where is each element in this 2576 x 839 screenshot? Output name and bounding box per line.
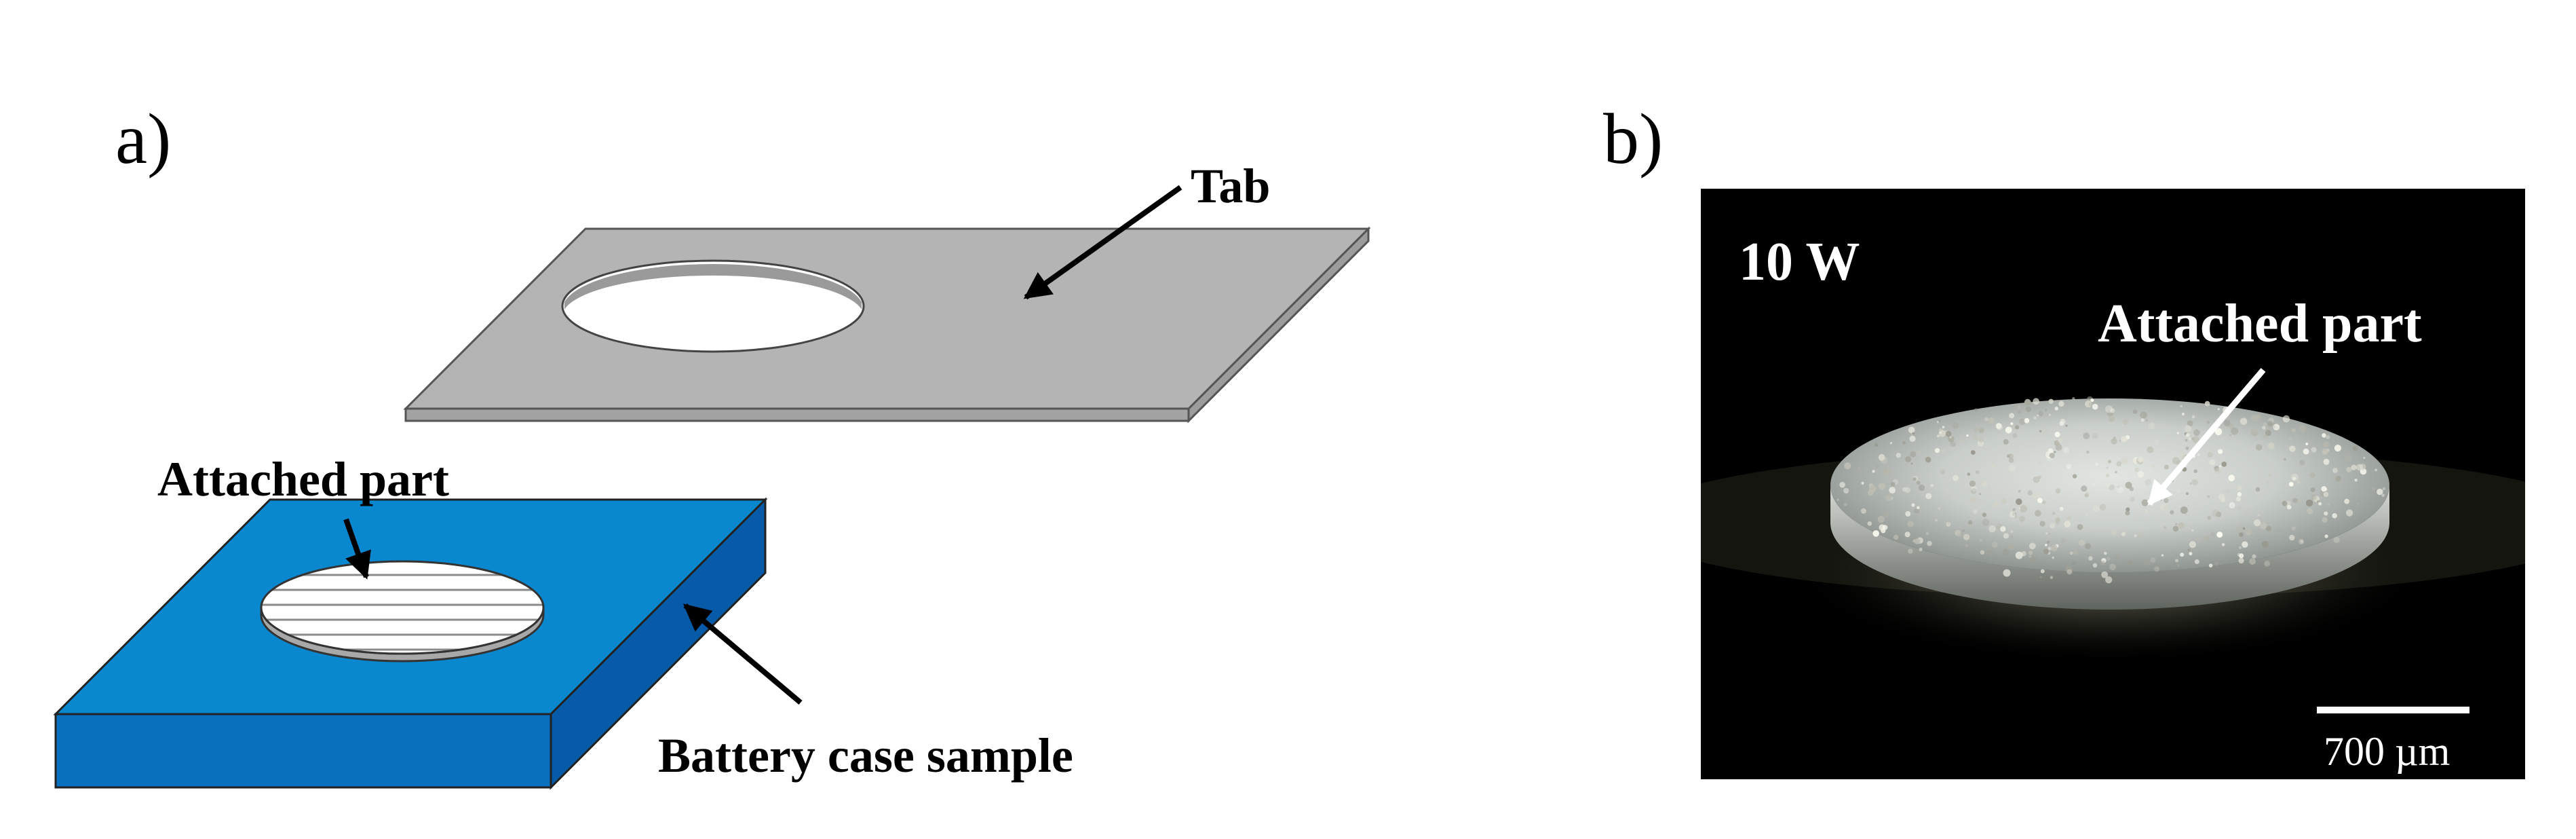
panel-a: a) Tab Attached part Battery case sam [53,99,1371,790]
tab-arrow [1023,185,1183,300]
micrograph-sparkles [1837,396,2385,584]
tab-plate-front-edge [404,407,1190,422]
panel-b: b) 10 W Attached part 700 µm [1603,99,2525,779]
power-label: 10 W [1739,232,1860,292]
tab-plate [403,226,1371,424]
tab-plate-hole-rim [564,263,862,310]
panel-b-label: b) [1603,99,1663,179]
photo-attached-part-arrow [2147,368,2266,506]
attached-part-disc-top [260,560,545,655]
attached-part-label: Attached part [157,452,449,506]
attached-part-disc [260,560,545,663]
micrograph [1701,189,2525,779]
photo-attached-part-label: Attached part [2098,294,2422,354]
tab-label: Tab [1191,159,1270,213]
battery-case-arrow [683,603,803,705]
panel-a-label: a) [115,99,171,179]
attached-part-arrow [343,518,371,580]
battery-case-label: Battery case sample [658,728,1073,783]
tab-plate-hole [561,259,865,353]
battery-case-front [54,713,552,789]
battery-case-side [550,497,767,790]
micrograph-disc-side [1830,485,2389,610]
scale-bar-label: 700 µm [2324,729,2450,774]
